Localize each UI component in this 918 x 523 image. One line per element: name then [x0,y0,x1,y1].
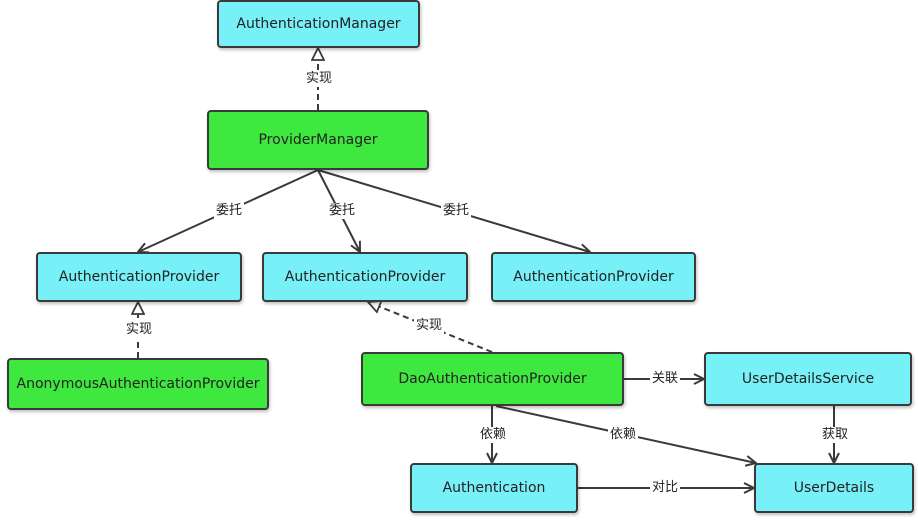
node-authentication: Authentication [410,463,578,513]
label-implements-top: 实现 [304,71,335,87]
label-depends-user-details: 依赖 [608,427,639,443]
node-anonymous-authentication-provider: AnonymousAuthenticationProvider [7,358,269,410]
label-associates: 关联 [650,371,681,387]
node-user-details: UserDetails [754,463,914,513]
label-compares: 对比 [650,480,681,496]
node-authentication-provider-right: AuthenticationProvider [491,252,696,302]
label-delegate-middle: 委托 [327,203,358,219]
node-provider-manager: ProviderManager [207,110,429,170]
node-dao-authentication-provider: DaoAuthenticationProvider [361,352,624,406]
node-authentication-provider-middle: AuthenticationProvider [262,252,468,302]
node-authentication-manager: AuthenticationManager [217,0,420,48]
label-delegate-right: 委托 [441,203,472,219]
node-user-details-service: UserDetailsService [704,352,912,406]
label-delegate-left: 委托 [214,203,245,219]
node-authentication-provider-left: AuthenticationProvider [36,252,242,302]
label-implements-dao: 实现 [414,318,445,334]
label-implements-anonymous: 实现 [124,322,155,338]
label-depends-authentication: 依赖 [478,427,509,443]
label-obtains: 获取 [820,427,851,443]
edge-implements-dao [368,302,493,353]
